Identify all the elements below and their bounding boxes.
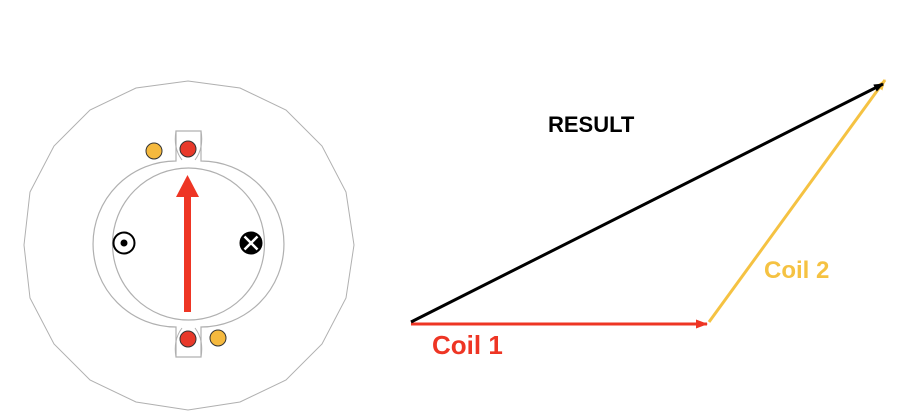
current-into-page-icon bbox=[239, 231, 263, 255]
bottom-yellow-conductor bbox=[209, 329, 227, 347]
top-slot-outline bbox=[174, 130, 203, 161]
result-vector bbox=[410, 82, 884, 324]
stator-inner-ring-outer-edge bbox=[92, 130, 285, 358]
top-red-conductor bbox=[179, 140, 197, 158]
coil1-label: Coil 1 bbox=[432, 330, 503, 360]
coil2-label: Coil 2 bbox=[764, 257, 829, 284]
result-label: RESULT bbox=[548, 112, 635, 137]
magnetic-field-arrow bbox=[176, 175, 199, 312]
stator-diagram bbox=[23, 80, 355, 411]
coil2-vector bbox=[707, 79, 887, 323]
current-out-of-page-icon bbox=[112, 231, 136, 255]
bottom-slot-outline bbox=[174, 327, 203, 358]
bottom-red-conductor bbox=[179, 330, 197, 348]
top-yellow-conductor bbox=[145, 142, 163, 160]
phasor-diagram: RESULT Coil 1 Coil 2 bbox=[410, 79, 887, 360]
